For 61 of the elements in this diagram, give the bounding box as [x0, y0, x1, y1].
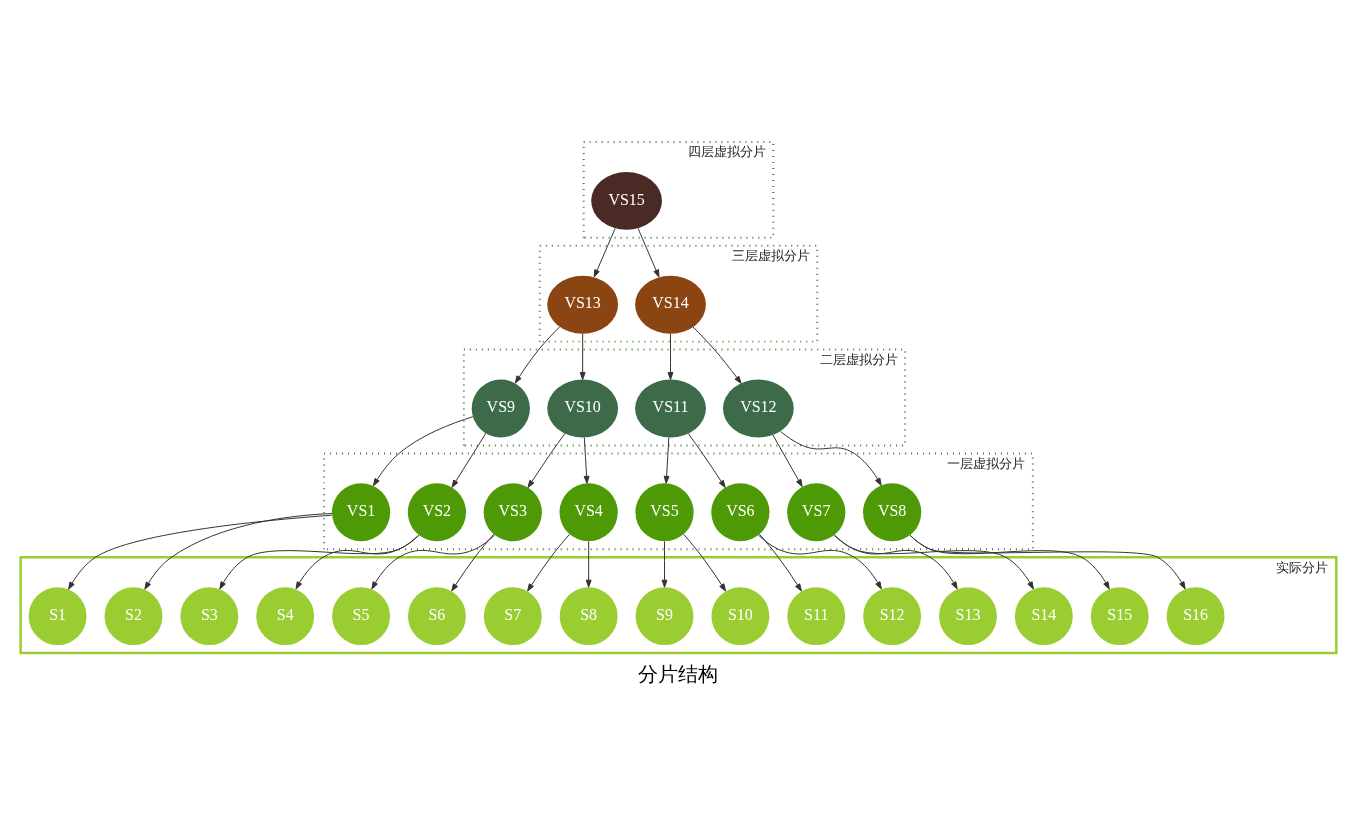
node-circle: S5	[332, 587, 390, 646]
arrow	[663, 437, 670, 484]
node-circle: VS8	[863, 483, 922, 542]
arrow	[909, 534, 1186, 590]
node-ellipse: VS11	[635, 379, 706, 438]
node-circle: VS9	[471, 379, 530, 438]
node-circle: VS5	[635, 483, 694, 542]
node-circle: S15	[1090, 587, 1149, 646]
node-circle: S7	[483, 587, 542, 646]
node-ellipse: VS15	[591, 171, 662, 230]
node-circle: VS3	[483, 483, 542, 542]
node-ellipse: VS13	[547, 275, 619, 334]
node-circle: S12	[863, 587, 922, 646]
node-circle: S3	[180, 587, 239, 646]
node-ellipse: VS14	[635, 275, 706, 334]
arrow	[372, 416, 474, 487]
node-circle: S8	[559, 587, 618, 646]
arrow	[527, 433, 566, 488]
node-circle: VS4	[559, 483, 618, 542]
arrow	[692, 326, 742, 384]
arrow	[527, 533, 571, 592]
node-circle: S14	[1014, 587, 1073, 646]
arrow	[780, 430, 882, 486]
node-circle: S1	[28, 587, 87, 646]
arrow	[514, 326, 561, 384]
arrow	[68, 514, 333, 590]
node-circle: VS7	[787, 483, 846, 542]
node-circle: S9	[635, 587, 694, 646]
arrow	[759, 533, 802, 592]
node-circle: VS1	[331, 483, 391, 542]
node-circle: S10	[711, 587, 770, 646]
arrow	[667, 333, 674, 380]
arrow	[593, 227, 616, 278]
caption: 分片结构	[638, 662, 719, 687]
node-circle: S13	[939, 587, 997, 646]
arrow	[758, 534, 882, 590]
node-circle: VS2	[407, 483, 467, 542]
arrow	[144, 513, 333, 590]
node-circle: S4	[256, 587, 315, 646]
arrow	[583, 437, 590, 484]
arrow	[295, 534, 420, 590]
arrow	[661, 540, 668, 588]
arrow	[637, 227, 660, 278]
node-circle: S2	[104, 587, 163, 646]
node-circle: S11	[787, 587, 846, 646]
arrow	[687, 433, 726, 488]
arrow	[772, 434, 803, 488]
arrow	[451, 432, 487, 488]
arrow	[833, 534, 1034, 590]
arrow	[585, 540, 592, 588]
node-circle: S6	[408, 587, 466, 646]
arrow	[579, 333, 586, 380]
arrow	[833, 534, 958, 590]
arrow	[451, 533, 495, 592]
arrow	[371, 534, 496, 590]
node-ellipse: VS12	[722, 379, 794, 438]
arrow	[683, 533, 727, 592]
node-ellipse: VS10	[547, 379, 619, 438]
node-circle: VS6	[711, 483, 770, 542]
arrow	[219, 534, 420, 590]
node-circle: S16	[1166, 587, 1225, 646]
